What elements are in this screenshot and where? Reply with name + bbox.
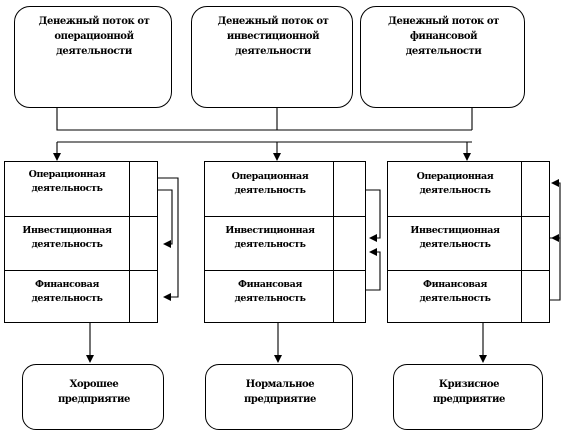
table-1-row-investing: Инвестиционная деятельность — [22, 225, 112, 250]
table-1-divider-row-1 — [5, 216, 157, 218]
operating-cash-flow-box: Денежный поток от операционной деятельно… — [14, 6, 172, 108]
t1-connector-inner — [158, 189, 173, 248]
outcome-crisis-box: Кризисное предприятие — [393, 364, 543, 430]
activity-table-2: Операционная деятельность Инвестиционная… — [204, 161, 366, 323]
outcome-good-box: Хорошее предприятие — [22, 364, 164, 430]
table-1-divider-vertical — [129, 162, 131, 322]
financing-cash-flow-label: Денежный поток от финансовой деятельност… — [388, 16, 499, 57]
table-2-divider-row-2 — [205, 270, 365, 272]
activity-table-3: Операционная деятельность Инвестиционная… — [387, 161, 550, 323]
table-3-row-financing: Финансовая деятельность — [419, 279, 491, 304]
table-2-row-operating: Операционная деятельность — [231, 171, 309, 196]
investing-cash-flow-label: Денежный поток от инвестиционной деятель… — [217, 16, 329, 57]
table-2-row-investing: Инвестиционная деятельность — [225, 225, 315, 250]
table-3-row-investing: Инвестиционная деятельность — [410, 225, 500, 250]
activity-table-1: Операционная деятельность Инвестиционная… — [4, 161, 158, 323]
operating-cash-flow-label: Денежный поток от операционной деятельно… — [38, 16, 150, 57]
outcome-crisis-label: Кризисное предприятие — [432, 379, 506, 405]
table-1-divider-row-2 — [5, 270, 157, 272]
investing-cash-flow-box: Денежный поток от инвестиционной деятель… — [191, 6, 353, 108]
table-3-row-operating: Операционная деятельность — [416, 171, 494, 196]
table-1-row-financing: Финансовая деятельность — [31, 279, 103, 304]
t1-connector-outer — [158, 177, 179, 301]
outcome-normal-label: Нормальное предприятие — [243, 379, 317, 405]
table-2-divider-row-1 — [205, 216, 365, 218]
table-2-divider-vertical — [333, 162, 335, 322]
table-3-divider-row-1 — [388, 216, 549, 218]
table-1-row-operating: Операционная деятельность — [28, 169, 106, 194]
table-3-divider-vertical — [521, 162, 523, 322]
outcome-normal-box: Нормальное предприятие — [205, 364, 353, 430]
financing-cash-flow-box: Денежный поток от финансовой деятельност… — [360, 6, 525, 108]
outcome-good-label: Хорошее предприятие — [57, 379, 131, 405]
wire-top-1 — [56, 108, 472, 131]
table-2-row-financing: Финансовая деятельность — [234, 279, 306, 304]
table-3-divider-row-2 — [388, 270, 549, 272]
